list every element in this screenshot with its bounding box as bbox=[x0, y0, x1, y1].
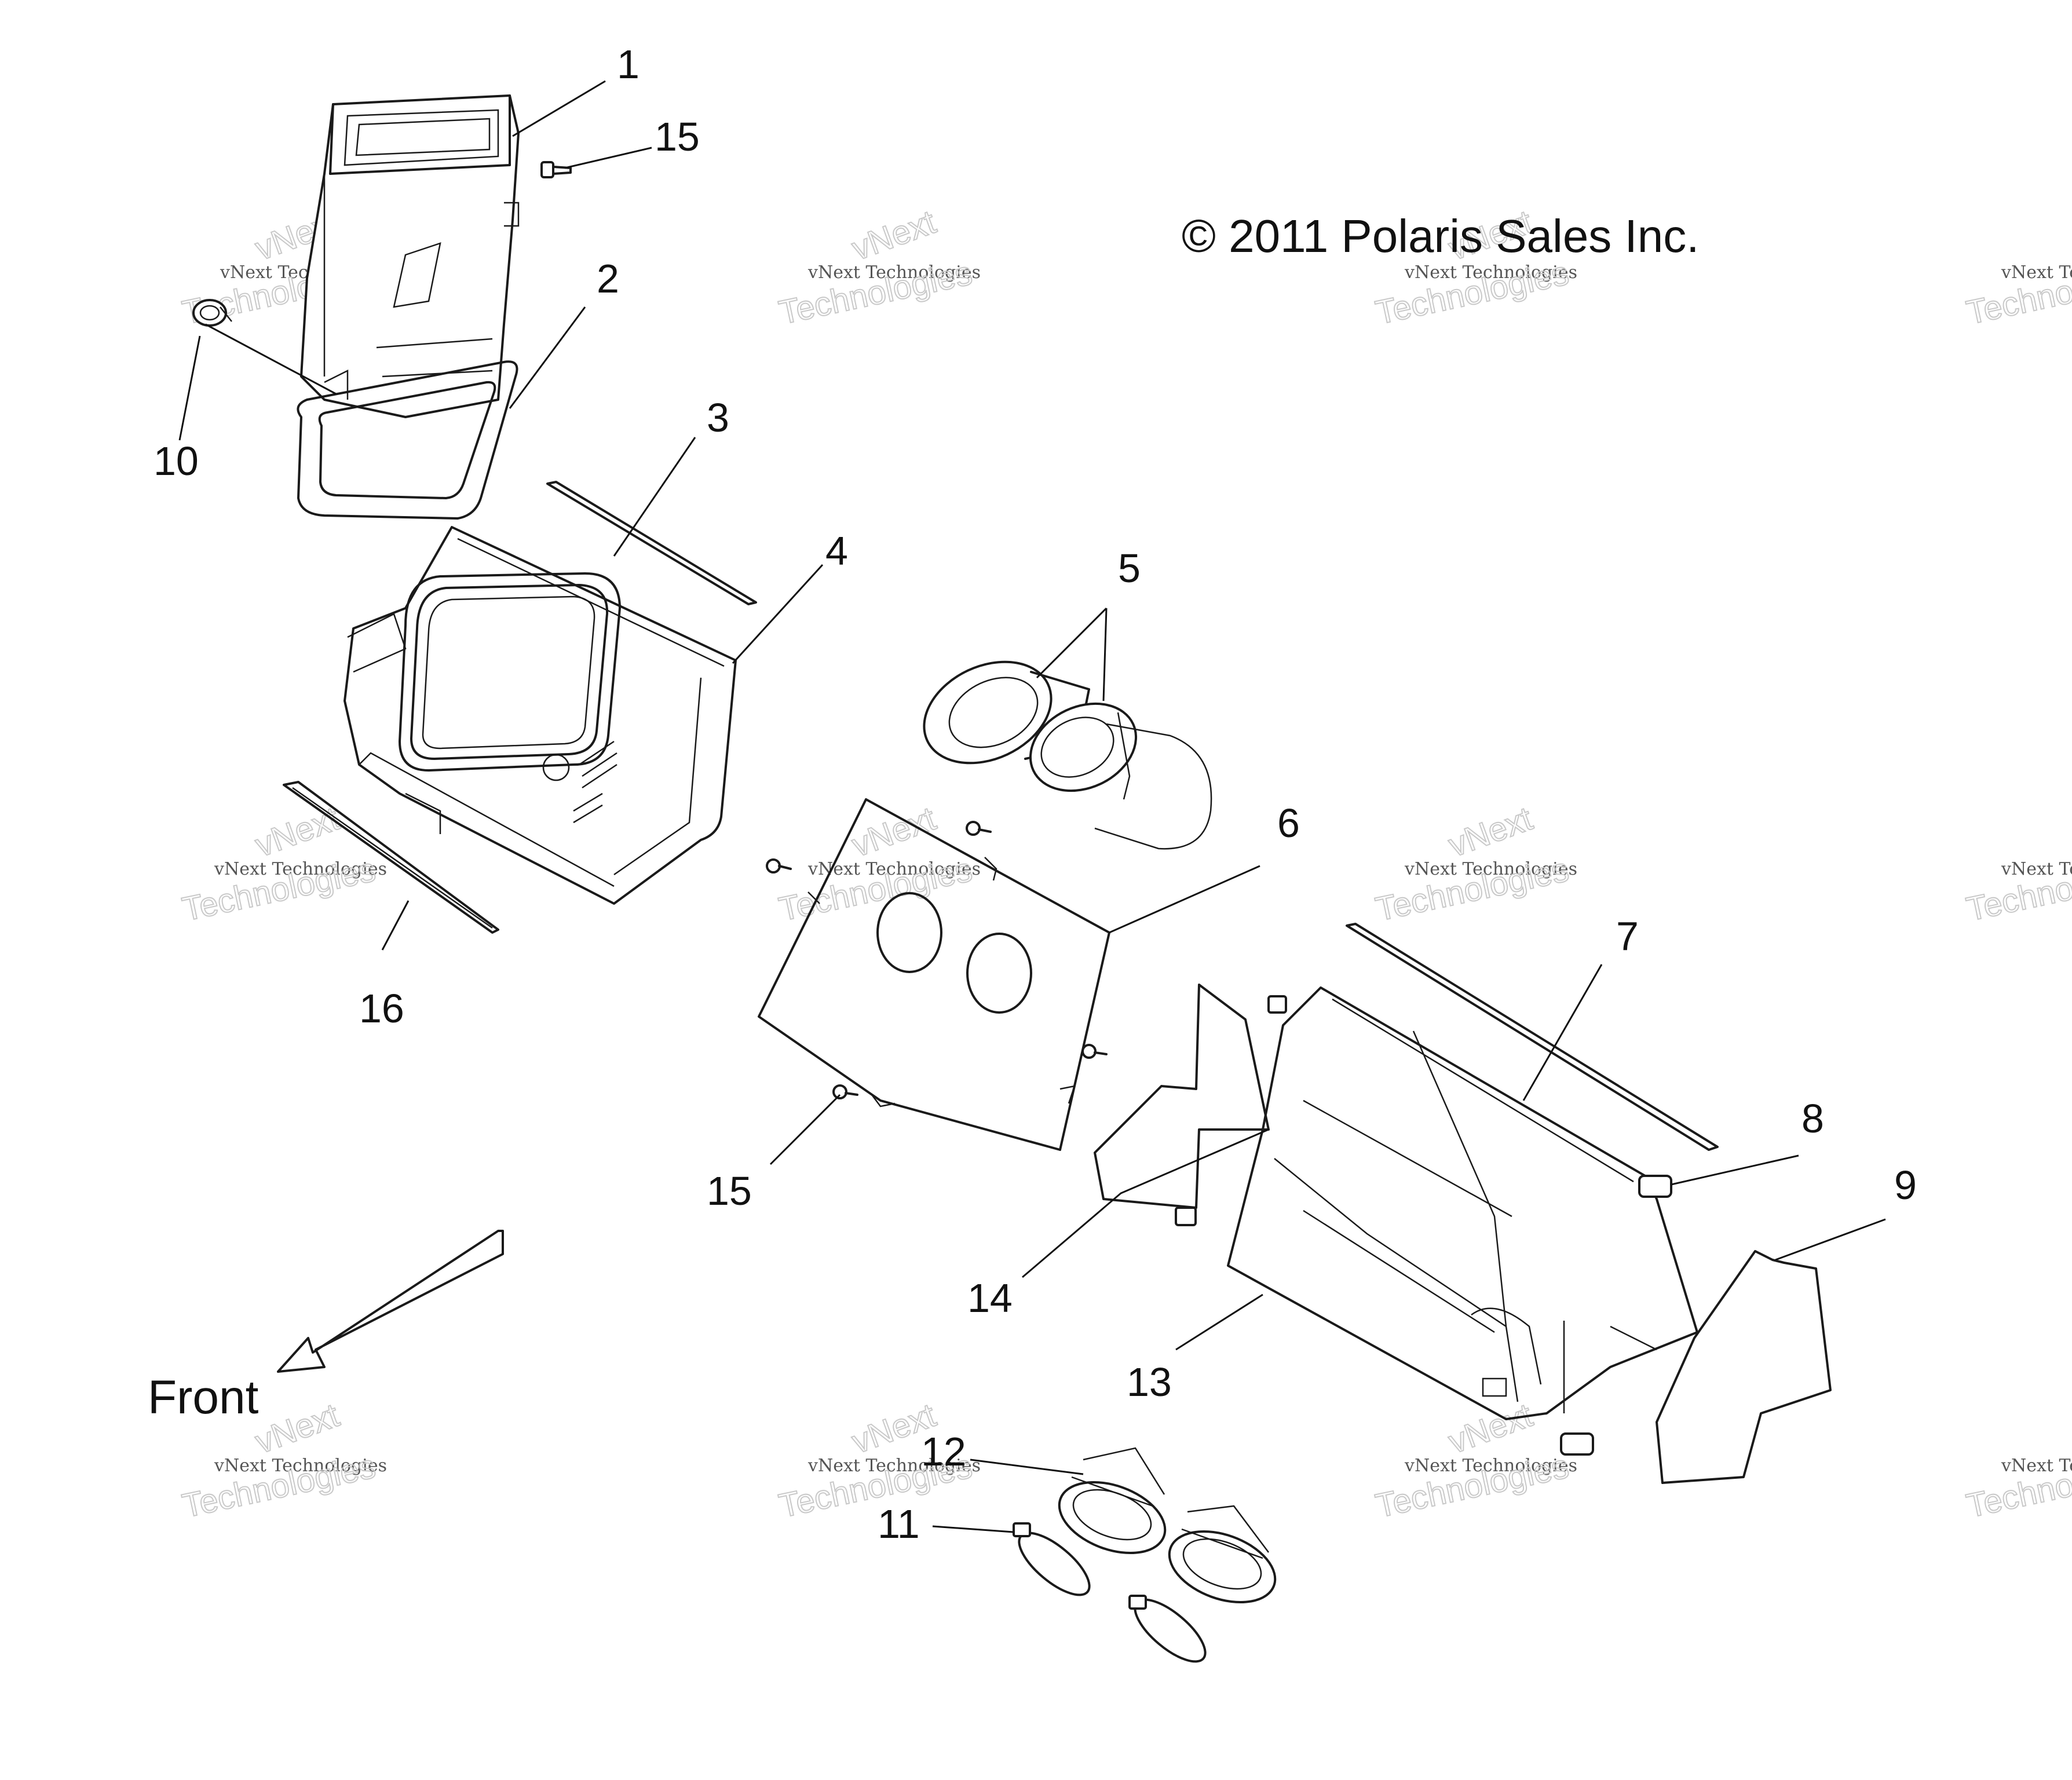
callout-14: 14 bbox=[967, 1275, 1013, 1321]
callout-1: 1 bbox=[617, 42, 639, 87]
watermark-small: vNext Technologies bbox=[2001, 262, 2072, 283]
watermark-small: vNext Technologies bbox=[1404, 1456, 1577, 1476]
front-label: Front bbox=[148, 1371, 259, 1424]
callout-9: 9 bbox=[1894, 1163, 1917, 1208]
watermark: vNext vNext Technologies Technologies bbox=[1372, 1395, 1577, 1525]
callout-13: 13 bbox=[1127, 1359, 1172, 1405]
part-3-filter bbox=[399, 572, 621, 772]
part-8-clips bbox=[1175, 995, 1672, 1456]
callout-8: 8 bbox=[1801, 1096, 1824, 1141]
watermark: vNext vNext Technologies Technologies bbox=[1372, 799, 1577, 929]
part-12-throttle-boots bbox=[1058, 1447, 1277, 1604]
screw bbox=[1081, 1044, 1108, 1059]
watermark-big-1: vNext bbox=[250, 799, 344, 864]
callout-5: 5 bbox=[1118, 546, 1141, 591]
clip bbox=[1638, 1175, 1672, 1198]
watermark-small: vNext Technologies bbox=[1404, 859, 1577, 879]
watermark-big-1: vNext bbox=[250, 1396, 344, 1461]
callout-15-top: 15 bbox=[655, 114, 700, 159]
watermark-small: vNext Technologies bbox=[807, 859, 981, 879]
watermark: vNext Technologies Technologies bbox=[1963, 254, 2072, 332]
screw bbox=[966, 821, 992, 836]
part-9-heat-shield bbox=[1656, 1250, 1832, 1484]
watermark-big-1: vNext bbox=[1444, 1396, 1537, 1461]
leader-lines bbox=[178, 80, 1886, 1533]
watermark-small: vNext Technologies bbox=[807, 262, 981, 283]
watermark-layer: vNext vNext Technologies Technologies vN… bbox=[178, 202, 2072, 1526]
watermark-small: vNext Technologies bbox=[214, 859, 387, 879]
part-13-airbox-base bbox=[1227, 986, 1698, 1420]
callout-10: 10 bbox=[154, 438, 199, 484]
part-10-clamp bbox=[192, 299, 232, 327]
watermark-small: vNext Technologies bbox=[2001, 859, 2072, 879]
clip bbox=[1175, 1207, 1197, 1226]
part-3-seal-strip bbox=[546, 481, 757, 605]
screw bbox=[832, 1084, 858, 1099]
watermark-big-1: vNext bbox=[847, 203, 941, 268]
callout-4: 4 bbox=[825, 528, 848, 573]
part-15-screw-top bbox=[540, 161, 572, 178]
part-14-heat-shield bbox=[1094, 984, 1270, 1209]
part-2-gasket bbox=[297, 360, 518, 520]
watermark-small: vNext Technologies bbox=[214, 1456, 387, 1476]
callout-15-bottom: 15 bbox=[707, 1168, 752, 1214]
watermark-small: vNext Technologies bbox=[2001, 1456, 2072, 1476]
part-5-intake-boots bbox=[923, 660, 1212, 850]
watermark: vNext vNext Technologies Technologies bbox=[775, 799, 981, 929]
copyright-notice: © 2011 Polaris Sales Inc. bbox=[1182, 210, 1699, 262]
callout-2: 2 bbox=[597, 256, 619, 301]
callout-labels: 1 15 2 10 3 4 5 6 16 7 8 9 15 14 13 12 1… bbox=[154, 42, 1917, 1547]
front-arrow-icon bbox=[277, 1230, 504, 1373]
part-1-intake-duct bbox=[300, 94, 520, 418]
watermark: vNext vNext Technologies Technologies bbox=[775, 202, 981, 332]
callout-6: 6 bbox=[1277, 801, 1300, 846]
part-6-mounting-plate bbox=[758, 798, 1110, 1151]
watermark: vNext Technologies Technologies bbox=[1963, 850, 2072, 929]
part-7-seal-strip bbox=[1346, 923, 1719, 1151]
callout-7: 7 bbox=[1616, 913, 1639, 959]
watermark: vNext vNext Technologies Technologies bbox=[178, 799, 387, 929]
part-16-seal-strip bbox=[283, 781, 499, 934]
callout-12: 12 bbox=[921, 1429, 966, 1474]
part-15-screws bbox=[766, 821, 1108, 1099]
watermark: vNext Technologies Technologies bbox=[1963, 1447, 2072, 1526]
watermark-small: vNext Technologies bbox=[1404, 262, 1577, 283]
watermark-small: vNext Technologies bbox=[807, 1456, 981, 1476]
part-11-hose-clamps bbox=[1013, 1522, 1207, 1663]
part-4-airbox-cover bbox=[343, 526, 737, 905]
watermark-big-1: vNext bbox=[1444, 799, 1537, 864]
callout-11: 11 bbox=[878, 1501, 920, 1547]
clip bbox=[1560, 1432, 1594, 1456]
callout-3: 3 bbox=[707, 395, 729, 440]
callout-16: 16 bbox=[359, 986, 404, 1031]
screw bbox=[766, 858, 792, 873]
clip bbox=[1267, 995, 1287, 1014]
